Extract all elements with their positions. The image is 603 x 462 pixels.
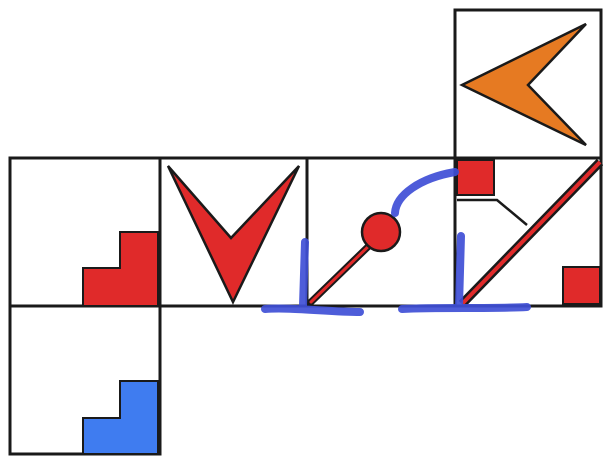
red-square-top-icon — [457, 160, 494, 195]
red-ball-icon — [362, 213, 400, 251]
red-square-bottom-icon — [563, 267, 600, 304]
